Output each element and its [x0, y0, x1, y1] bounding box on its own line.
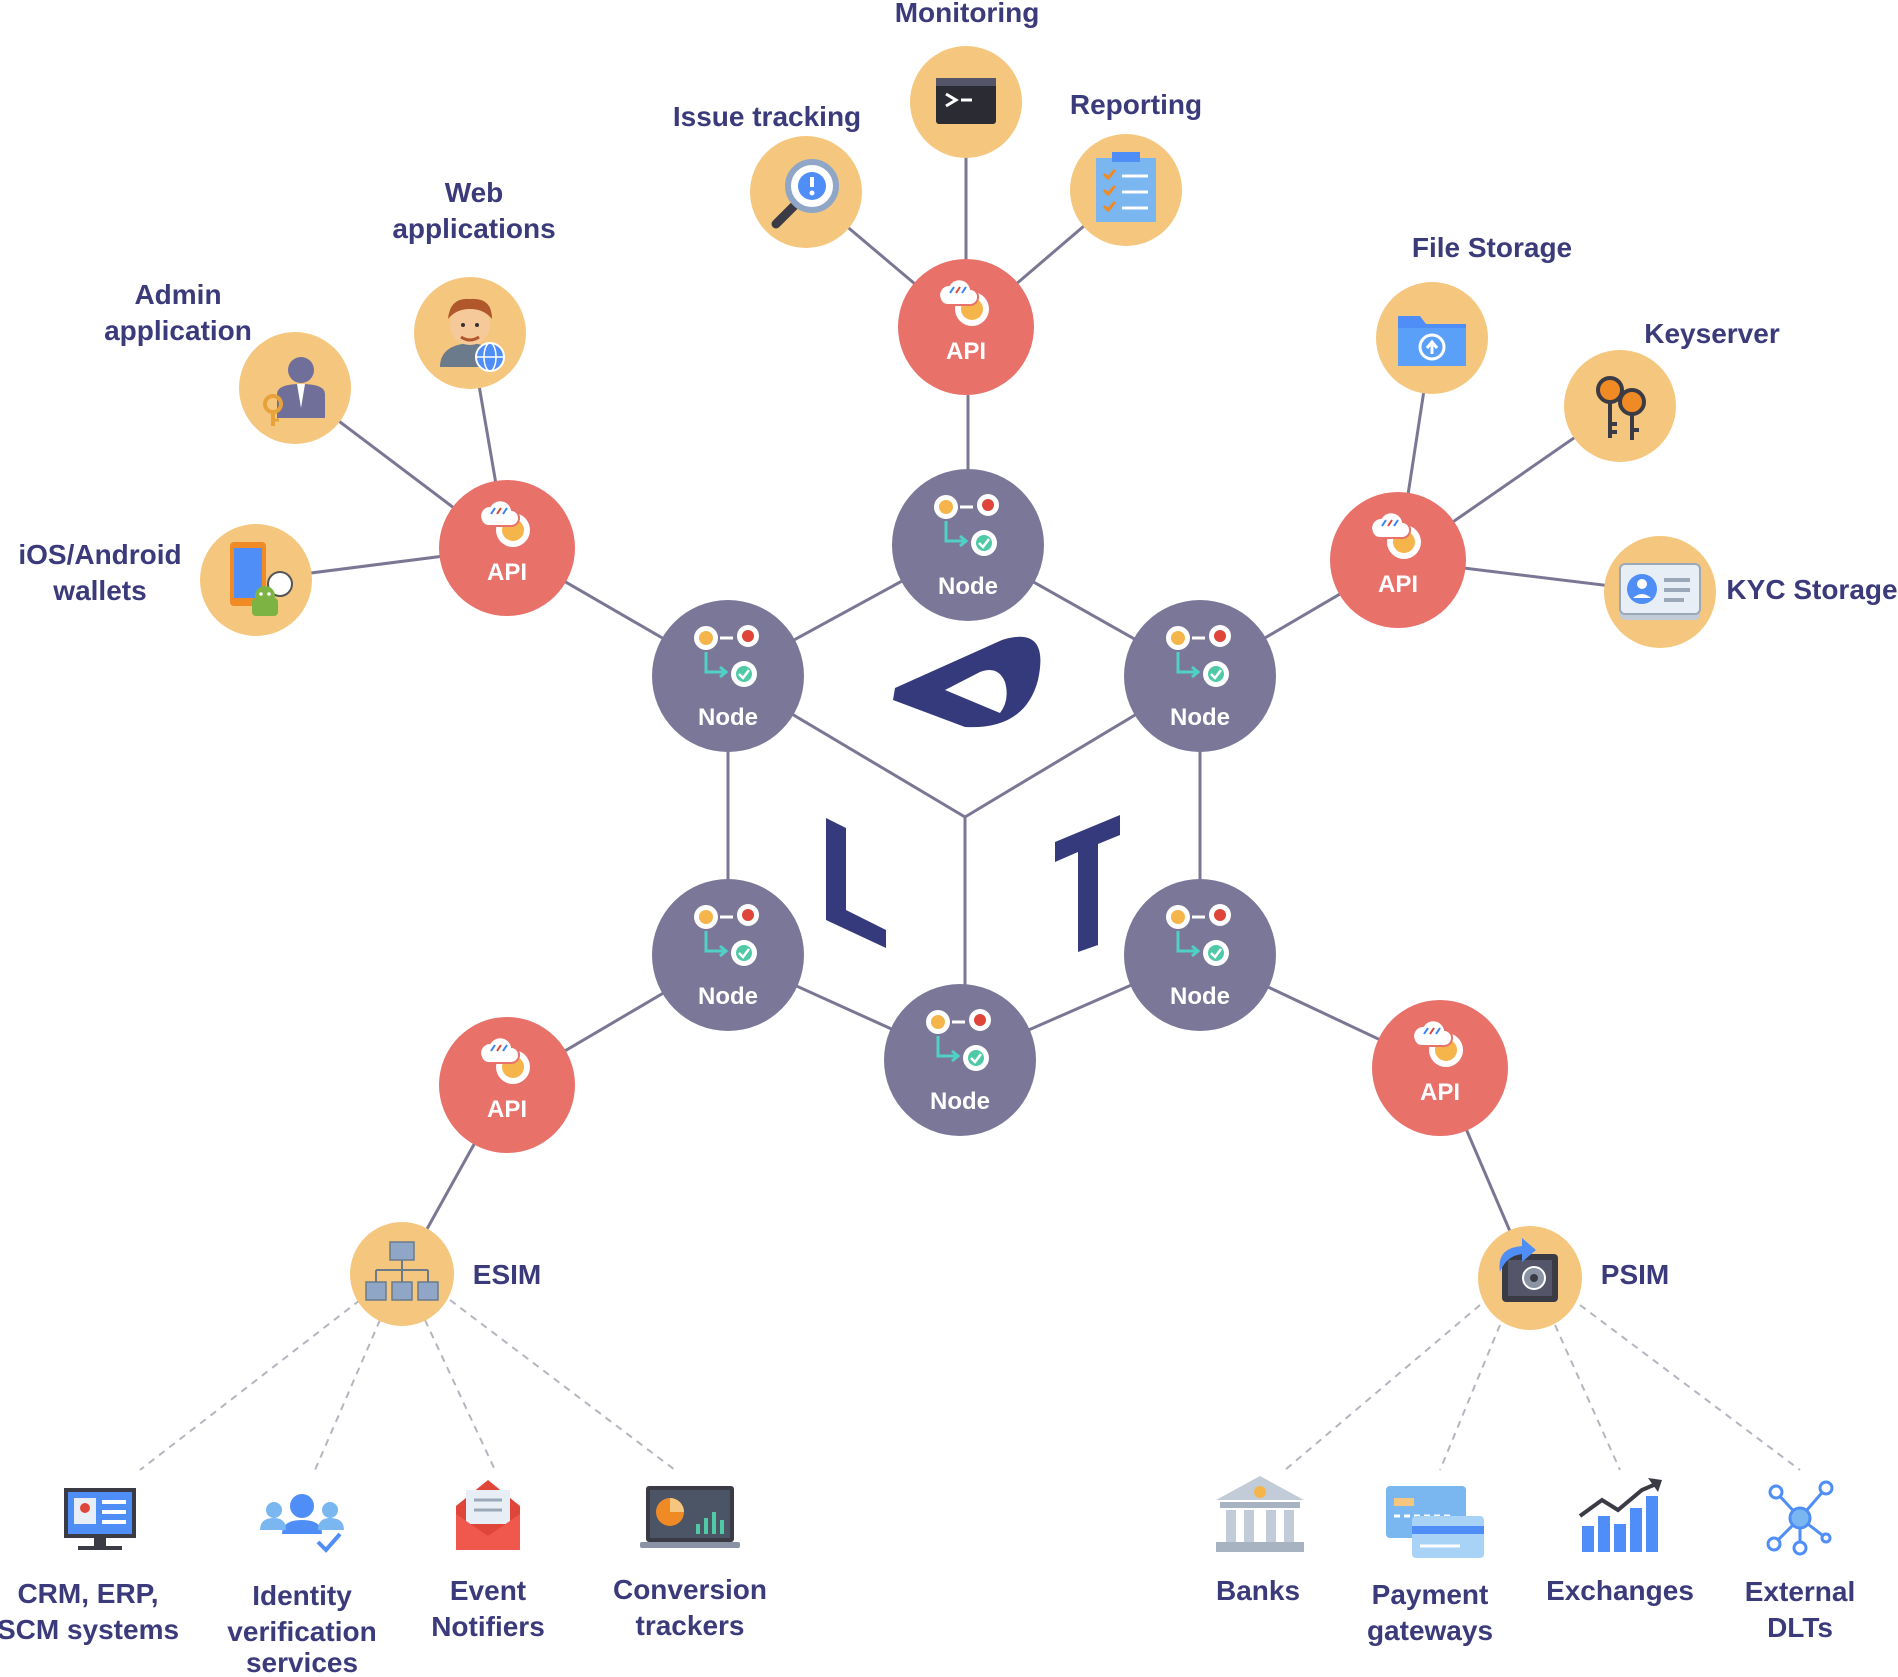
terminal-icon [936, 78, 996, 124]
identity-verification-label-line3: services [246, 1647, 358, 1677]
payment-gateways-label-line1: Payment [1372, 1579, 1489, 1610]
web-applications-service[interactable] [414, 277, 526, 389]
wallets-label-line1: iOS/Android [18, 539, 181, 570]
node-upper-left[interactable]: Node [652, 600, 804, 752]
node-bottom[interactable]: Node [884, 984, 1036, 1136]
conversion-trackers-label-line1: Conversion [613, 1574, 767, 1605]
identity-verification-label-line2: verification [227, 1616, 376, 1647]
crm-erp-icon[interactable] [64, 1488, 136, 1550]
issue-tracking-label: Issue tracking [673, 101, 861, 132]
identity-verification-icon[interactable] [260, 1494, 344, 1553]
network-hierarchy-icon [365, 1241, 439, 1301]
dashed-edges [139, 1299, 1801, 1471]
identity-verification-label-line1: Identity [252, 1580, 352, 1611]
web-applications-label-line2: applications [392, 213, 555, 244]
logo-letter-l [826, 818, 886, 948]
node-label: Node [698, 704, 758, 731]
node-label: Node [698, 983, 758, 1010]
api-left[interactable]: API [439, 480, 575, 616]
api-label: API [946, 338, 986, 365]
wallets-service[interactable] [200, 524, 312, 636]
crm-erp-label-line1: CRM, ERP, [17, 1578, 158, 1609]
api-lower-left[interactable]: API [439, 1017, 575, 1153]
mobile-wallet-icon [230, 542, 293, 616]
kyc-storage-label: KYC Storage [1726, 574, 1897, 605]
web-applications-label-line1: Web [445, 177, 504, 208]
event-notifiers-label-line1: Event [450, 1575, 526, 1606]
external-dlts-label-line1: External [1745, 1576, 1856, 1607]
magnifier-icon [771, 159, 839, 229]
node-upper-right[interactable]: Node [1124, 600, 1276, 752]
psim-hub[interactable] [1478, 1226, 1582, 1330]
node-lower-left[interactable]: Node [652, 879, 804, 1031]
api-label: API [1378, 571, 1418, 598]
safe-icon [1499, 1238, 1558, 1302]
node-label: Node [1170, 704, 1230, 731]
dlt-logo [826, 636, 1120, 952]
monitoring-service[interactable] [910, 46, 1022, 158]
developer-avatar-icon [440, 298, 505, 372]
file-storage-service[interactable] [1376, 282, 1488, 394]
admin-application-label-line2: application [104, 315, 252, 346]
exchanges-label: Exchanges [1546, 1575, 1694, 1606]
api-label: API [487, 1096, 527, 1123]
node-lower-right[interactable]: Node [1124, 879, 1276, 1031]
payment-gateways-icon[interactable] [1386, 1486, 1484, 1558]
issue-tracking-service[interactable] [750, 136, 862, 248]
banks-icon[interactable] [1216, 1476, 1304, 1552]
external-dlts-label-line2: DLTs [1767, 1612, 1833, 1643]
crm-erp-label-line2: SCM systems [0, 1614, 179, 1645]
admin-application-service[interactable] [239, 332, 351, 444]
admin-application-label-line1: Admin [134, 279, 221, 310]
node-label: Node [930, 1088, 990, 1115]
event-notifiers-icon[interactable] [456, 1480, 520, 1550]
external-dlts-icon[interactable] [1766, 1480, 1834, 1556]
logo-letter-d [893, 636, 1041, 728]
payment-gateways-label-line2: gateways [1367, 1615, 1493, 1646]
logo-letter-t [1055, 815, 1120, 952]
exchanges-icon[interactable] [1578, 1478, 1662, 1552]
node-top[interactable]: Node [892, 469, 1044, 621]
banks-label: Banks [1216, 1575, 1300, 1606]
folder-upload-icon [1398, 316, 1466, 366]
api-label: API [1420, 1079, 1460, 1106]
esim-label: ESIM [473, 1259, 541, 1290]
api-right[interactable]: API [1330, 492, 1466, 628]
api-top[interactable]: API [898, 259, 1034, 395]
api-lower-right[interactable]: API [1372, 1000, 1508, 1136]
conversion-trackers-label-line2: trackers [636, 1610, 745, 1641]
checklist-icon [1096, 152, 1156, 222]
node-label: Node [938, 573, 998, 600]
keys-icon [1596, 376, 1646, 440]
conversion-trackers-icon[interactable] [640, 1486, 740, 1548]
node-label: Node [1170, 983, 1230, 1010]
wallets-label-line2: wallets [52, 575, 146, 606]
id-card-icon [1619, 563, 1701, 620]
keyserver-service[interactable] [1564, 350, 1676, 462]
monitoring-label: Monitoring [895, 0, 1040, 28]
admin-user-icon [263, 357, 325, 426]
event-notifiers-label-line2: Notifiers [431, 1611, 545, 1642]
psim-label: PSIM [1601, 1259, 1669, 1290]
keyserver-label: Keyserver [1644, 318, 1780, 349]
file-storage-label: File Storage [1412, 232, 1572, 263]
kyc-storage-service[interactable] [1604, 536, 1716, 648]
reporting-service[interactable] [1070, 134, 1182, 246]
esim-hub[interactable] [350, 1222, 454, 1326]
reporting-label: Reporting [1070, 89, 1202, 120]
api-label: API [487, 559, 527, 586]
